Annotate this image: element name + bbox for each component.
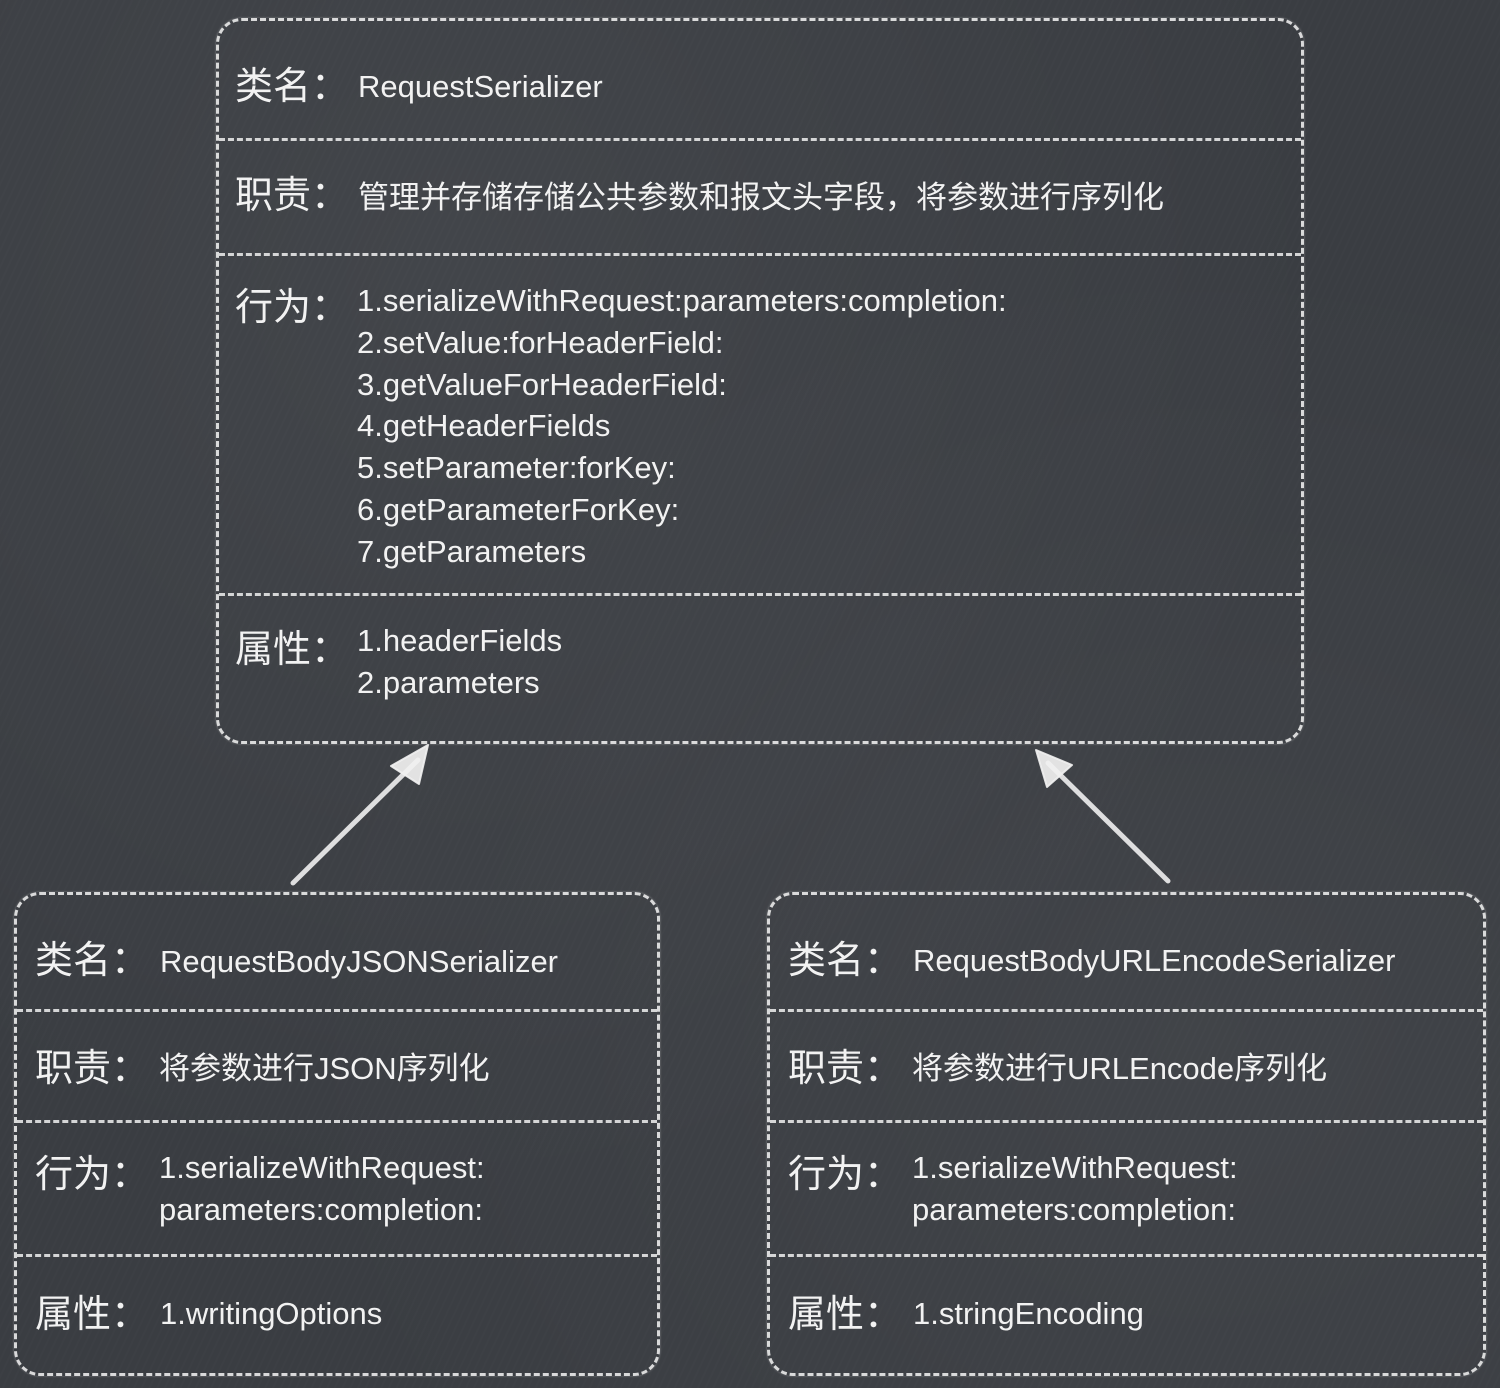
behavior-section: 行为： 1.serializeWithRequest:parameters:co… [219, 256, 1301, 593]
attribute-list: 1.writingOptions [160, 1293, 382, 1335]
attribute-item: 1.headerFields [357, 623, 563, 658]
responsibility-value: 将参数进行JSON序列化 [159, 1051, 490, 1086]
behavior-label: 行为： [35, 1152, 150, 1196]
behavior-item: 5.setParameter:forKey: [357, 450, 676, 486]
arrowhead-urlencode [1035, 749, 1073, 788]
behavior-section: 行为： 1.serializeWithRequest: parameters:c… [17, 1123, 657, 1254]
divider [770, 1254, 1483, 1257]
divider [770, 1009, 1483, 1012]
attribute-section: 属性： 1.stringEncoding [770, 1257, 1483, 1373]
attribute-label: 属性： [235, 627, 350, 671]
responsibility-label: 职责： [35, 1046, 150, 1090]
behavior-label: 行为： [788, 1152, 903, 1196]
behavior-item: 2.setValue:forHeaderField: [357, 324, 724, 360]
divider [219, 138, 1301, 141]
attribute-item: 1.writingOptions [160, 1296, 383, 1331]
class-name-label: 类名： [788, 938, 903, 982]
divider [219, 593, 1301, 596]
arrow-urlencode-to-base [1045, 760, 1171, 884]
behavior-item: parameters:completion: [912, 1191, 1236, 1227]
divider [770, 1120, 1483, 1123]
attribute-item: 2.parameters [357, 664, 540, 700]
attribute-item: 1.stringEncoding [913, 1296, 1144, 1331]
class-name-label: 类名： [35, 938, 150, 982]
attribute-list: 1.stringEncoding [913, 1293, 1144, 1335]
behavior-list: 1.serializeWithRequest: parameters:compl… [159, 1147, 485, 1231]
behavior-list: 1.serializeWithRequest: parameters:compl… [912, 1147, 1238, 1231]
divider [219, 253, 1301, 256]
behavior-label: 行为： [235, 285, 350, 329]
attribute-label: 属性： [35, 1292, 150, 1336]
behavior-item: 3.getValueForHeaderField: [357, 366, 727, 402]
divider [17, 1254, 657, 1257]
responsibility-section: 职责： 将参数进行JSON序列化 [17, 1012, 657, 1120]
behavior-item: 1.serializeWithRequest: [912, 1150, 1238, 1185]
class-name-section: 类名： RequestBodyJSONSerializer [17, 895, 657, 1010]
behavior-section: 行为： 1.serializeWithRequest: parameters:c… [770, 1123, 1483, 1254]
divider [17, 1009, 657, 1012]
responsibility-label: 职责： [235, 173, 350, 217]
behavior-item: 1.serializeWithRequest: [159, 1150, 485, 1185]
class-name-value: RequestBodyJSONSerializer [160, 944, 559, 979]
behavior-item: 1.serializeWithRequest:parameters:comple… [357, 283, 1007, 318]
class-name-section: 类名： RequestBodyURLEncodeSerializer [770, 895, 1483, 1010]
divider [17, 1120, 657, 1123]
behavior-item: 6.getParameterForKey: [357, 491, 680, 527]
class-name-label: 类名： [235, 64, 350, 108]
behavior-item: 7.getParameters [357, 533, 587, 569]
responsibility-section: 职责： 管理并存储存储公共参数和报文头字段，将参数进行序列化 [219, 141, 1301, 253]
class-name-value: RequestBodyURLEncodeSerializer [913, 943, 1396, 978]
attribute-section: 属性： 1.headerFields 2.parameters [219, 596, 1301, 741]
attribute-label: 属性： [788, 1292, 903, 1336]
responsibility-value: 将参数进行URLEncode序列化 [912, 1051, 1328, 1086]
class-box-request-body-json-serializer: 类名： RequestBodyJSONSerializer 职责： 将参数进行J… [14, 892, 660, 1376]
attribute-list: 1.headerFields 2.parameters [357, 620, 562, 704]
responsibility-value: 管理并存储存储公共参数和报文头字段，将参数进行序列化 [358, 180, 1164, 215]
behavior-list: 1.serializeWithRequest:parameters:comple… [357, 280, 1007, 573]
class-name-section: 类名： RequestSerializer [219, 21, 1301, 139]
behavior-item: 4.getHeaderFields [357, 408, 611, 444]
class-box-request-serializer: 类名： RequestSerializer 职责： 管理并存储存储公共参数和报文… [216, 18, 1304, 744]
class-box-request-body-urlencode-serializer: 类名： RequestBodyURLEncodeSerializer 职责： 将… [767, 892, 1486, 1376]
responsibility-section: 职责： 将参数进行URLEncode序列化 [770, 1012, 1483, 1120]
behavior-item: parameters:completion: [159, 1191, 483, 1227]
arrow-json-to-base [290, 757, 421, 886]
responsibility-label: 职责： [788, 1046, 903, 1090]
arrowhead-json [390, 744, 429, 785]
attribute-section: 属性： 1.writingOptions [17, 1257, 657, 1373]
class-name-value: RequestSerializer [358, 69, 603, 104]
